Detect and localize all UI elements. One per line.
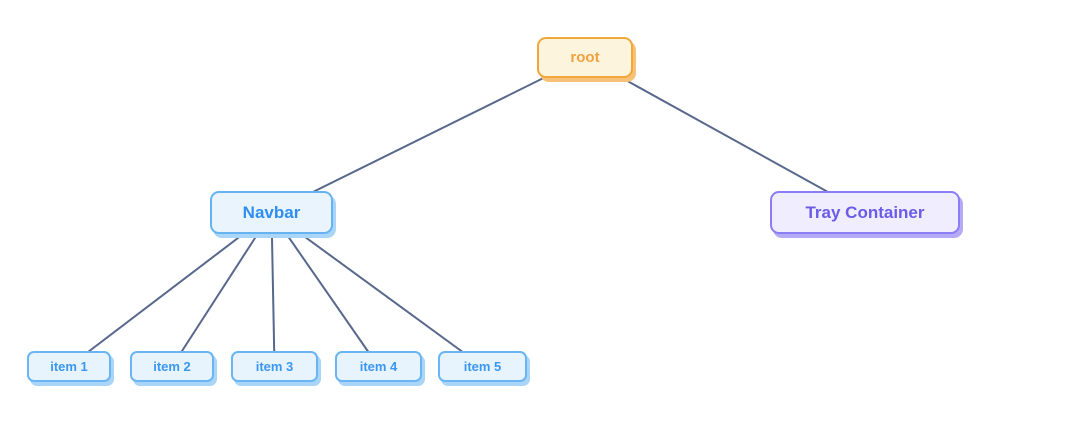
node-root[interactable]: root [537, 37, 633, 78]
edge-navbar-item3 [270, 212, 276, 367]
node-item-1[interactable]: item 1 [27, 351, 111, 382]
node-item-1-label: item 1 [50, 359, 88, 374]
node-root-label: root [570, 49, 600, 66]
node-navbar-label: Navbar [242, 202, 301, 222]
node-item-2[interactable]: item 2 [130, 351, 214, 382]
node-item-2-label: item 2 [153, 359, 191, 374]
edge-navbar-item5 [270, 211, 484, 368]
node-item-5-label: item 5 [463, 359, 502, 374]
node-item-3[interactable]: item 3 [231, 351, 318, 382]
node-tray-container[interactable]: Tray Container [770, 191, 960, 234]
node-item-5[interactable]: item 5 [438, 351, 527, 382]
edge-navbar-item4 [270, 211, 380, 368]
edge-root-navbar [271, 56, 586, 214]
node-item-4-label: item 4 [359, 359, 398, 374]
node-navbar[interactable]: Navbar [210, 191, 333, 234]
edge-navbar-item2 [171, 211, 273, 368]
edge-root-tray [584, 56, 866, 214]
edge-navbar-item1 [68, 211, 273, 368]
node-item-3-label: item 3 [255, 359, 294, 374]
node-item-4[interactable]: item 4 [335, 351, 422, 382]
node-tray-container-label: Tray Container [805, 202, 925, 222]
